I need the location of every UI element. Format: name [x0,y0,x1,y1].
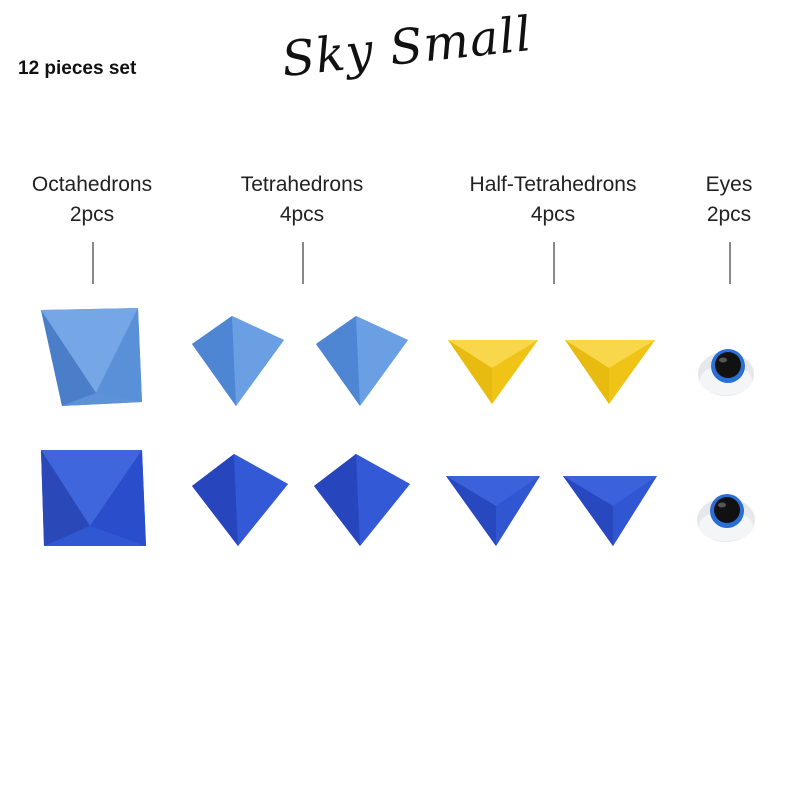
category-eyes: Eyes 2pcs [706,170,753,230]
category-count: 2pcs [706,203,752,226]
half-tetrahedron-dark-blue-icon [563,476,657,546]
divider-line [302,242,304,284]
eye-icon [697,494,755,542]
set-count-label: 12 pieces set [18,58,137,79]
divider-line [553,242,555,284]
half-tetrahedron-dark-blue-icon [446,476,540,546]
category-octahedrons: Octahedrons 2pcs [32,170,152,230]
divider-line [729,242,731,284]
category-name: Octahedrons [31,173,153,196]
eye-icon [698,349,754,396]
tetrahedron-light-blue-icon [316,316,408,406]
category-name: Tetrahedrons [240,173,364,196]
category-count: 2pcs [69,203,115,226]
divider-line [92,242,94,284]
octahedron-dark-blue-icon [41,450,146,546]
tetrahedron-dark-blue-icon [192,454,288,546]
category-name: Half-Tetrahedrons [469,173,637,196]
category-count: 4pcs [279,203,325,226]
category-half-tetrahedrons: Half-Tetrahedrons 4pcs [470,170,637,230]
category-tetrahedrons: Tetrahedrons 4pcs [241,170,364,230]
tetrahedron-dark-blue-icon [314,454,410,546]
octahedron-light-blue-icon [41,308,142,406]
category-name: Eyes [705,173,753,196]
tetrahedron-light-blue-icon [192,316,284,406]
product-title: Sky Small [279,6,535,88]
category-count: 4pcs [530,203,576,226]
half-tetrahedron-yellow-icon [565,340,655,404]
half-tetrahedron-yellow-icon [448,340,538,404]
